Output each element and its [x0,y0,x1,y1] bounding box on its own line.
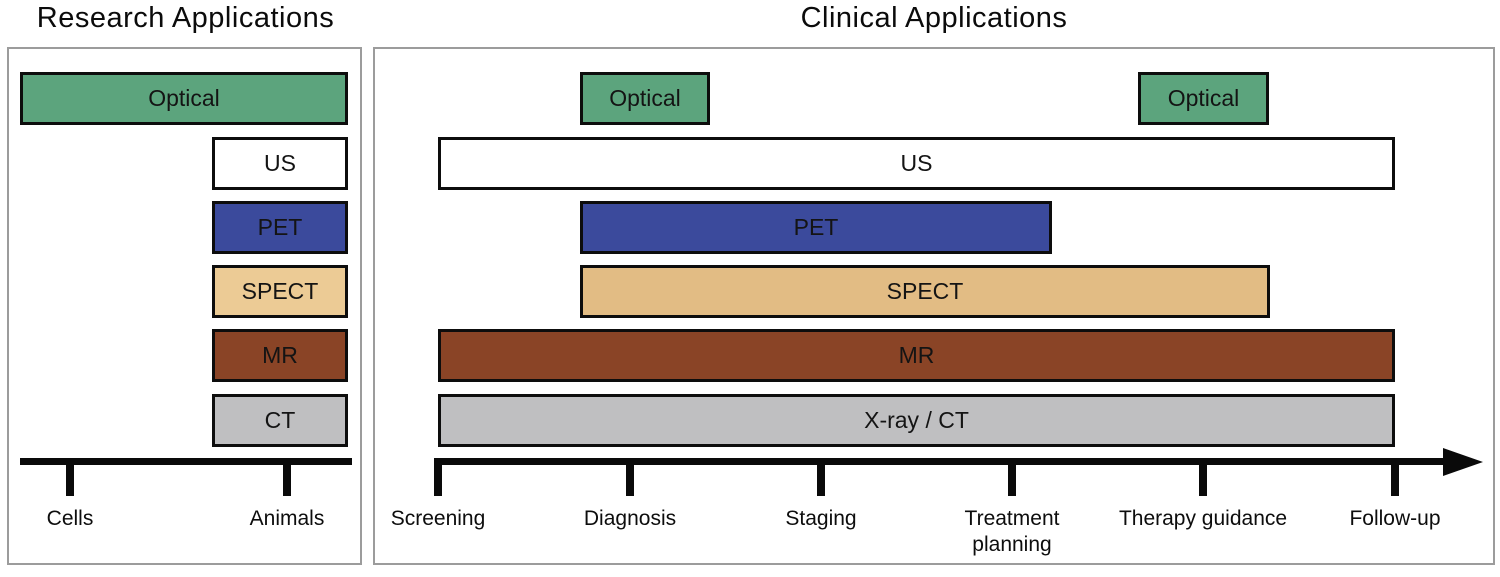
axis-label-follow-up: Follow-up [1349,507,1441,530]
research-axis [20,458,352,465]
research-panel-title: Research Applications [36,2,335,34]
bar-clinical-optical-therapy: Optical [1138,72,1269,125]
tick-animals [283,458,291,496]
clinical-axis-arrowhead-icon [1443,448,1483,476]
tick-staging [817,458,825,496]
tick-screening [434,458,442,496]
bar-clinical-mr: MR [438,329,1395,382]
axis-label-staging: Staging [785,507,857,530]
tick-cells [66,458,74,496]
tick-therapy-guidance [1199,458,1207,496]
bar-research-us: US [212,137,348,190]
bar-research-ct: CT [212,394,348,447]
axis-label-diagnosis: Diagnosis [583,507,677,530]
bar-research-pet: PET [212,201,348,254]
bar-clinical-xray-ct: X-ray / CT [438,394,1395,447]
bar-clinical-optical-diagnosis: Optical [580,72,710,125]
axis-label-treatment-planning: Treatment planning [964,507,1060,556]
tick-treatment-planning [1008,458,1016,496]
axis-label-screening: Screening [390,507,486,530]
axis-label-animals: Animals [249,507,325,530]
bar-research-mr: MR [212,329,348,382]
bar-clinical-spect: SPECT [580,265,1270,318]
bar-clinical-pet: PET [580,201,1052,254]
axis-label-cells: Cells [46,507,94,530]
axis-label-therapy-guidance: Therapy guidance [1118,507,1288,530]
bar-clinical-us: US [438,137,1395,190]
bar-research-spect: SPECT [212,265,348,318]
clinical-panel-title: Clinical Applications [800,2,1068,34]
tick-diagnosis [626,458,634,496]
bar-research-optical: Optical [20,72,348,125]
tick-follow-up [1391,458,1399,496]
clinical-axis [436,458,1446,465]
